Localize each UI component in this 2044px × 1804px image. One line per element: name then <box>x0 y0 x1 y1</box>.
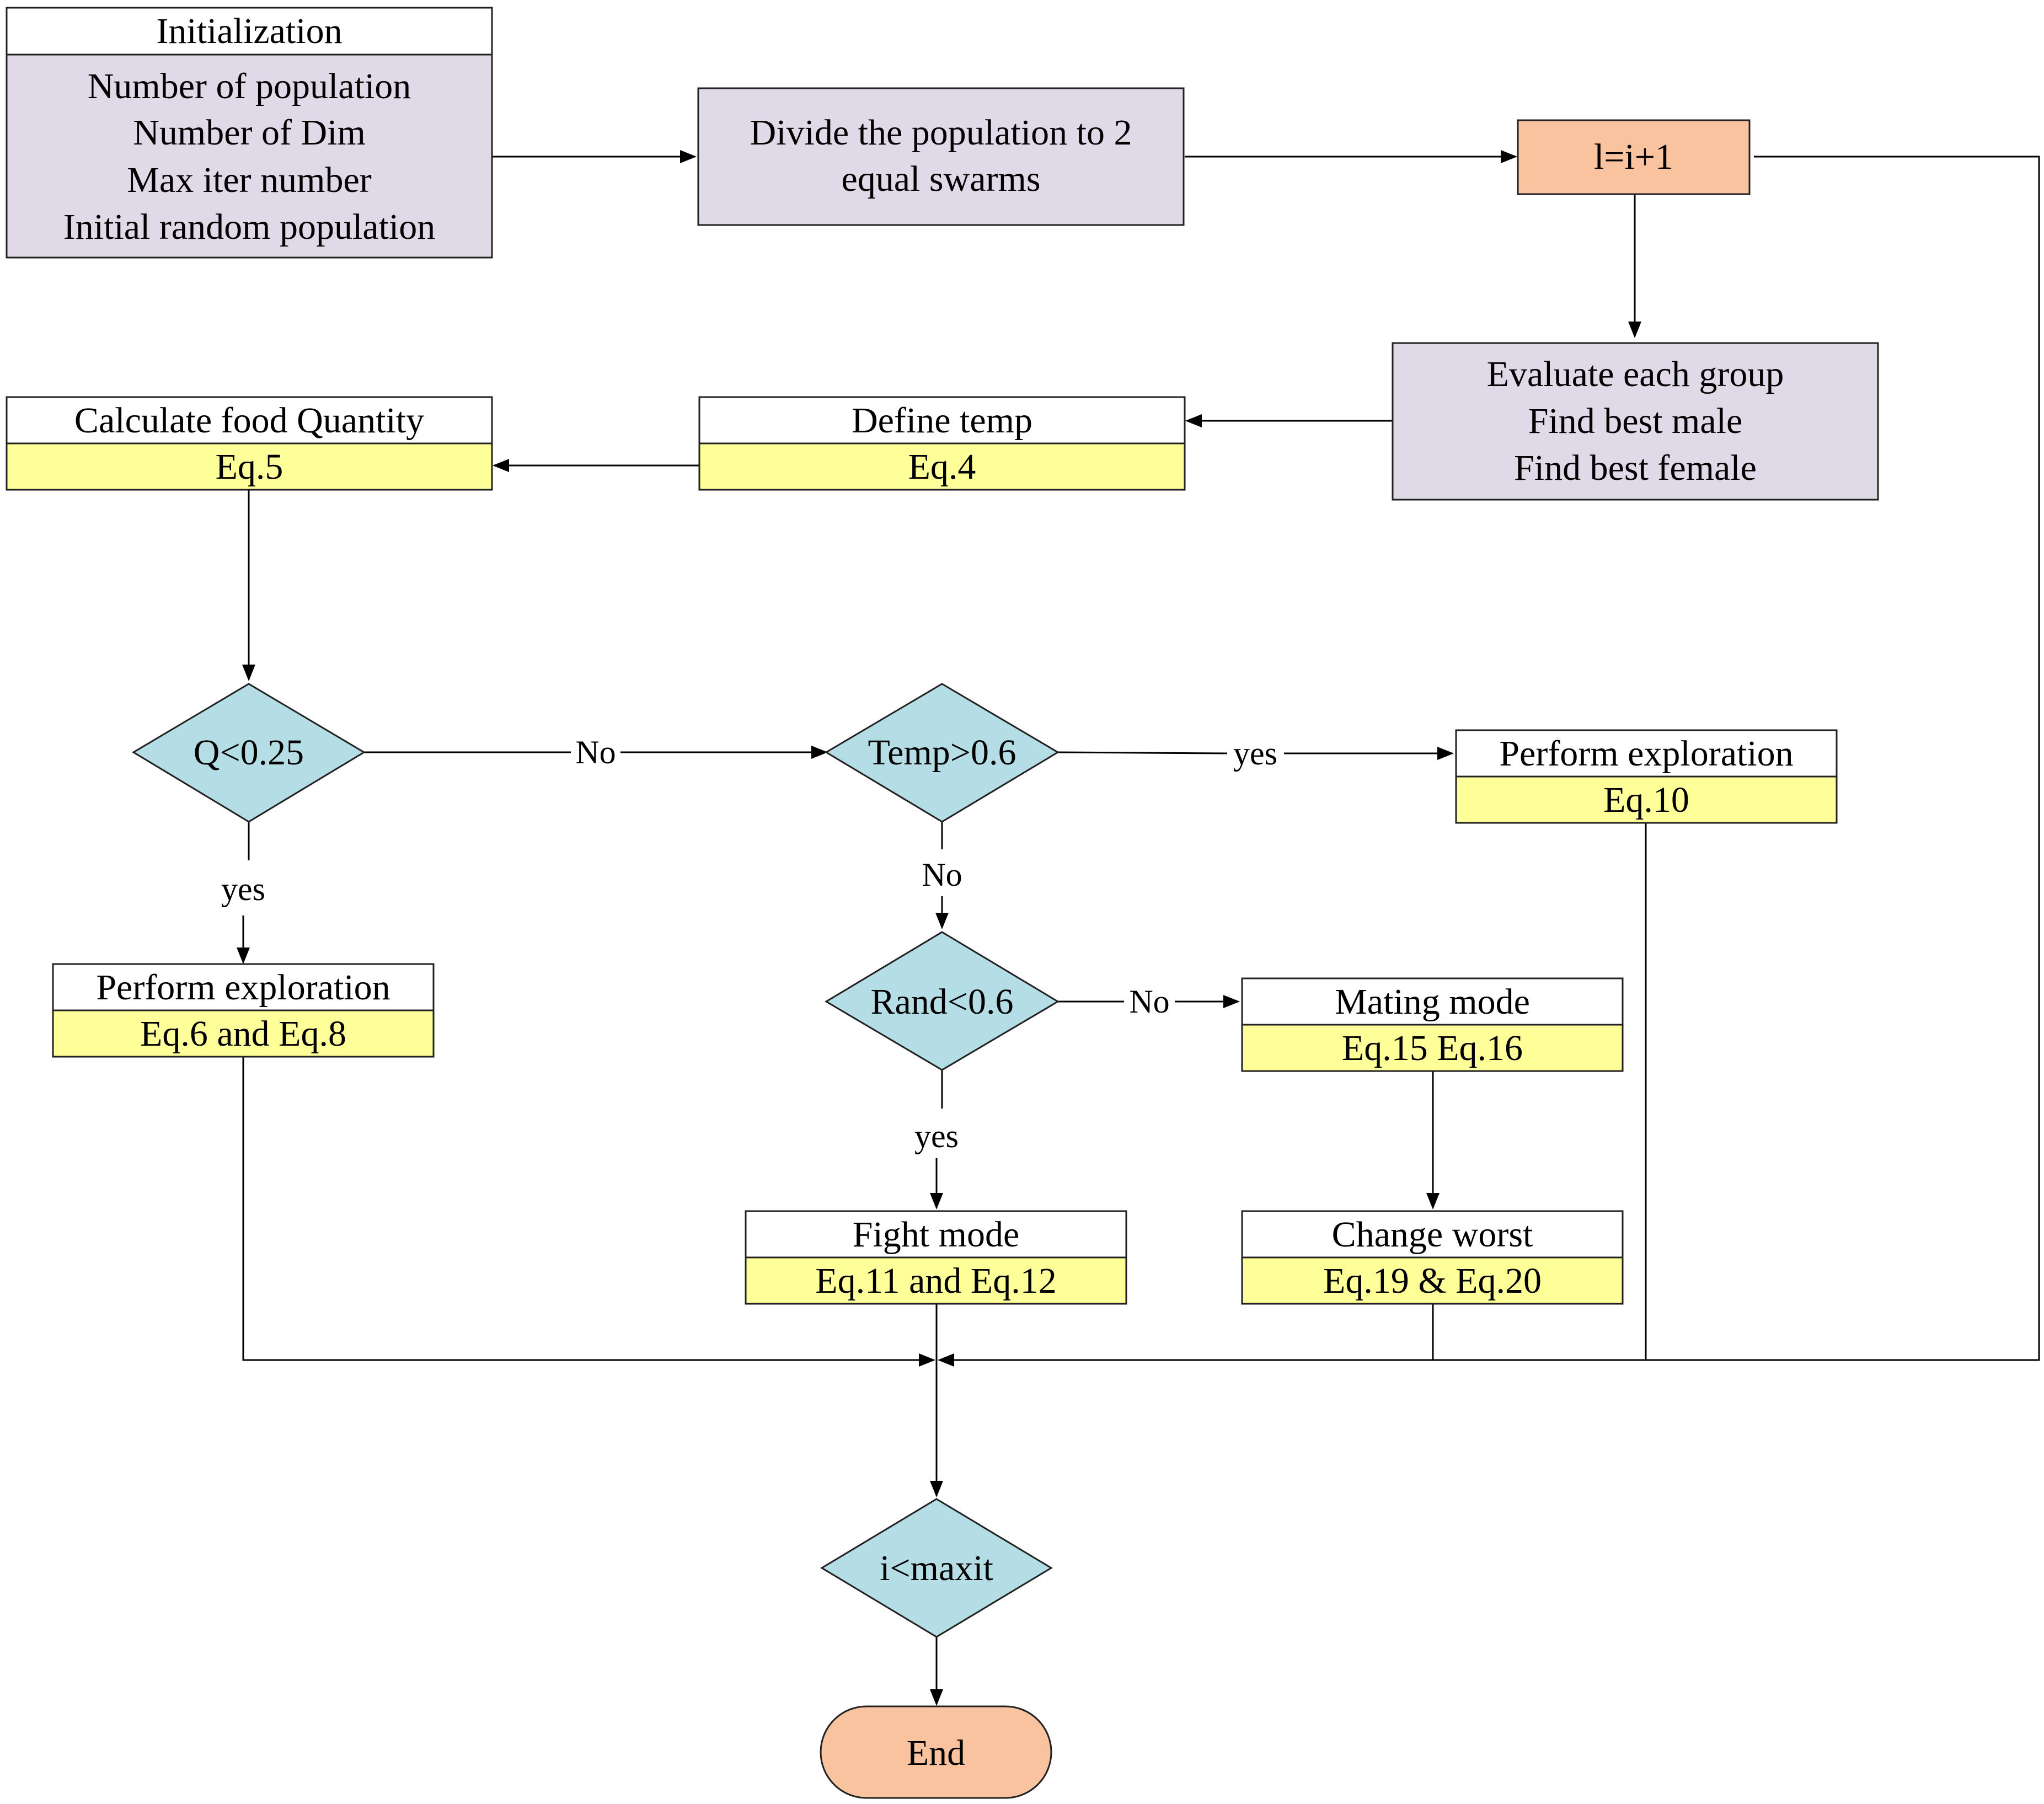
label-q-yes: yes <box>221 871 265 907</box>
end-label: End <box>907 1733 965 1773</box>
divide-line-2: equal swarms <box>841 159 1040 199</box>
node-q-decision: Q<0.25 <box>132 683 366 823</box>
mating-title: Mating mode <box>1335 982 1530 1022</box>
iter-label: i<maxit <box>880 1548 993 1588</box>
node-divide: Divide the population to 2 equal swarms <box>697 87 1185 226</box>
node-fight-mode: Fight mode Eq.11 and Eq.12 <box>745 1210 1127 1305</box>
node-initialization: Initialization Number of population Numb… <box>6 7 493 259</box>
temp-diamond <box>825 683 1060 823</box>
exploration-eq10-eq-band <box>1455 775 1838 824</box>
define-temp-eq: Eq.4 <box>908 447 976 487</box>
food-eq: Eq.5 <box>216 447 283 487</box>
temp-label: Temp>0.6 <box>868 732 1016 773</box>
label-rand-yes: yes <box>914 1118 959 1154</box>
node-increment: l=i+1 <box>1517 119 1751 195</box>
init-line-1: Number of population <box>88 66 411 106</box>
init-line-4: Initial random population <box>63 207 436 247</box>
fight-eq: Eq.11 and Eq.12 <box>815 1261 1056 1301</box>
edge-explore-to-merge <box>242 1056 935 1367</box>
exploration-eq10-title: Perform exploration <box>1499 734 1793 774</box>
node-exploration-eq6-8: Perform exploration Eq.6 and Eq.8 <box>52 963 435 1058</box>
change-worst-header <box>1241 1210 1624 1259</box>
exploration-eq6-eq: Eq.6 and Eq.8 <box>140 1014 346 1054</box>
node-evaluate: Evaluate each group Find best male Find … <box>1392 342 1879 501</box>
exploration-eq6-title: Perform exploration <box>96 967 390 1008</box>
exploration-eq10-eq: Eq.10 <box>1603 780 1689 820</box>
food-title: Calculate food Quantity <box>74 400 424 441</box>
node-food-quantity: Calculate food Quantity Eq.5 <box>6 396 493 491</box>
increment-label: l=i+1 <box>1594 137 1673 177</box>
evaluate-line-3: Find best female <box>1514 448 1757 488</box>
label-q-no: No <box>575 734 616 770</box>
iter-diamond <box>820 1498 1053 1638</box>
mating-header <box>1241 977 1624 1026</box>
label-temp-no: No <box>922 857 962 893</box>
node-change-worst: Change worst Eq.19 & Eq.20 <box>1241 1210 1624 1305</box>
node-exploration-eq10: Perform exploration Eq.10 <box>1455 729 1838 824</box>
label-rand-no: No <box>1129 983 1169 1020</box>
divide-line-1: Divide the population to 2 <box>750 113 1132 153</box>
q-label: Q<0.25 <box>194 732 304 773</box>
exploration-eq10-header <box>1455 729 1838 778</box>
evaluate-line-1: Evaluate each group <box>1487 354 1784 394</box>
node-define-temp: Define temp Eq.4 <box>698 396 1186 491</box>
evaluate-box <box>1392 342 1879 501</box>
edge-labels: No yes yes No No yes <box>221 734 1277 1154</box>
node-end: End <box>820 1705 1052 1799</box>
change-worst-eq-band <box>1241 1256 1624 1305</box>
edge-tempcheck-yes-a <box>1057 751 1228 754</box>
rand-label: Rand<0.6 <box>870 982 1013 1022</box>
evaluate-line-2: Find best male <box>1528 401 1743 441</box>
label-temp-yes: yes <box>1233 735 1277 772</box>
rand-diamond <box>825 931 1060 1071</box>
food-eq-band <box>6 442 493 491</box>
mating-eq-band <box>1241 1024 1624 1072</box>
init-line-2: Number of Dim <box>133 113 366 153</box>
init-line-3: Max iter number <box>127 160 372 200</box>
node-iteration-decision: i<maxit <box>820 1498 1053 1638</box>
change-worst-eq: Eq.19 & Eq.20 <box>1323 1261 1542 1301</box>
edge-increment-loop-to-merge <box>938 156 2040 1367</box>
divide-box <box>697 87 1185 226</box>
define-temp-header <box>698 396 1186 445</box>
define-temp-eq-band <box>698 442 1186 491</box>
increment-box <box>1517 119 1751 195</box>
node-temp-decision: Temp>0.6 <box>825 683 1060 823</box>
exploration-eq6-eq-band <box>52 1009 435 1058</box>
node-rand-decision: Rand<0.6 <box>825 931 1060 1071</box>
connectors <box>237 150 2040 1706</box>
fight-eq-band <box>745 1256 1127 1305</box>
fight-title: Fight mode <box>853 1214 1020 1255</box>
q-diamond <box>132 683 366 823</box>
init-body <box>6 53 493 259</box>
init-title: Initialization <box>156 11 342 51</box>
node-mating-mode: Mating mode Eq.15 Eq.16 <box>1241 977 1624 1072</box>
exploration-eq6-header <box>52 963 435 1011</box>
define-temp-title: Define temp <box>852 400 1032 441</box>
end-terminator <box>820 1705 1052 1799</box>
change-worst-title: Change worst <box>1332 1214 1533 1255</box>
fight-header <box>745 1210 1127 1259</box>
mating-eq: Eq.15 Eq.16 <box>1342 1028 1523 1068</box>
